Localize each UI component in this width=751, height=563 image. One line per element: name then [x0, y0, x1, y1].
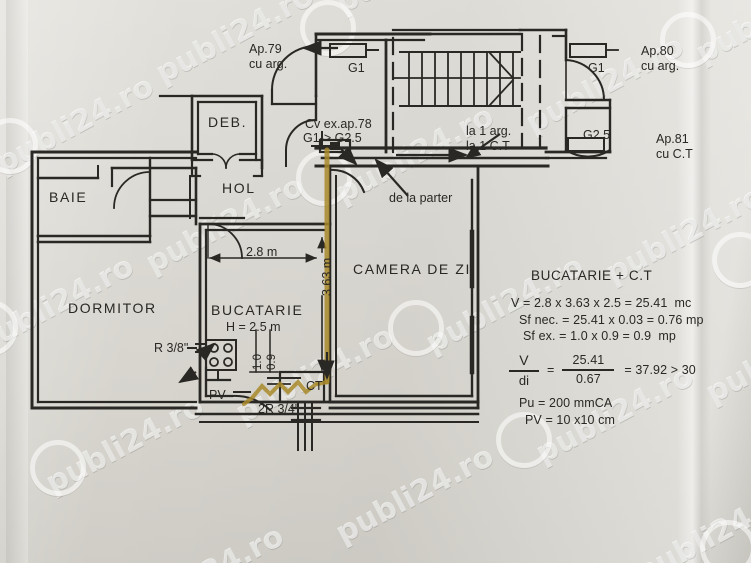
- label-ap79: Ap.79 cu arg.: [249, 42, 288, 71]
- calc-ratio-denominator-symbol: di: [518, 372, 530, 388]
- label-ap80: Ap.80 cu arg.: [641, 44, 680, 73]
- room-label-camera-de-zi: CAMERA DE ZI: [353, 261, 471, 277]
- calc-line-sf-nec: Sf nec. = 25.41 x 0.03 = 0.76 mp: [519, 312, 704, 327]
- calc-line-pv: PV = 10 x10 cm: [525, 412, 615, 427]
- label-pv-device: PV: [209, 388, 226, 402]
- room-label-bucatarie: BUCATARIE: [211, 302, 304, 318]
- label-ap81: Ap.81 cu C.T: [656, 132, 693, 161]
- dimension-width-2-8m: 2.8 m: [246, 245, 278, 259]
- label-r-3-8: R 3/8": [154, 341, 189, 355]
- calc-line-volume: V = 2.8 x 3.63 x 2.5 = 25.41 mc: [511, 295, 692, 310]
- label-g25-right: G2.5: [583, 128, 611, 142]
- dimension-height-3-63m: 3.63 m: [320, 257, 334, 296]
- label-la-1-arg: la 1 arg. la 1 C.T: [466, 124, 512, 153]
- calc-title: BUCATARIE + C.T: [531, 268, 653, 283]
- label-cv-ex-ap78: Cv ex.ap.78: [305, 117, 372, 131]
- label-g1-to-g25: G1-> G2.5: [303, 131, 362, 145]
- room-label-dormitor: DORMITOR: [68, 300, 157, 316]
- room-label-hol: HOL: [222, 180, 256, 196]
- calc-ratio-value-numerator: 25.41: [572, 353, 605, 368]
- label-ct-device: CT: [306, 379, 323, 393]
- dimension-window-width-1-0: 1.0: [252, 354, 264, 370]
- calc-ratio-value-denominator: 0.67: [576, 372, 601, 387]
- label-g1-left: G1: [348, 61, 365, 75]
- calc-ratio-numerator-symbol: V: [519, 352, 529, 369]
- calculation-block: BUCATARIE + C.T V = 2.8 x 3.63 x 2.5 = 2…: [507, 268, 737, 427]
- calc-fraction-bar-right: [562, 369, 615, 372]
- calc-ratio-result: = 37.92 > 30: [624, 362, 696, 377]
- calc-ratio-row: V di = 25.41 0.67 = 37.92 > 30: [507, 352, 737, 388]
- calc-line-sf-ex: Sf ex. = 1.0 x 0.9 = 0.9 mp: [523, 329, 676, 344]
- dimension-window-height-0-9: 0.9: [266, 354, 278, 370]
- calc-fraction-bar-left: [509, 369, 539, 372]
- label-g1-right: G1: [588, 61, 605, 75]
- room-label-debara: DEB.: [208, 114, 248, 130]
- calc-line-pu: Pu = 200 mmCA: [519, 396, 613, 411]
- label-de-la-parter: de la parter: [389, 191, 453, 205]
- label-2r-3-4: 2R 3/4": [258, 402, 300, 416]
- calc-ratio-equals: =: [547, 362, 555, 377]
- room-label-baie: BAIE: [49, 189, 88, 205]
- kitchen-height-label: H = 2.5 m: [226, 320, 281, 334]
